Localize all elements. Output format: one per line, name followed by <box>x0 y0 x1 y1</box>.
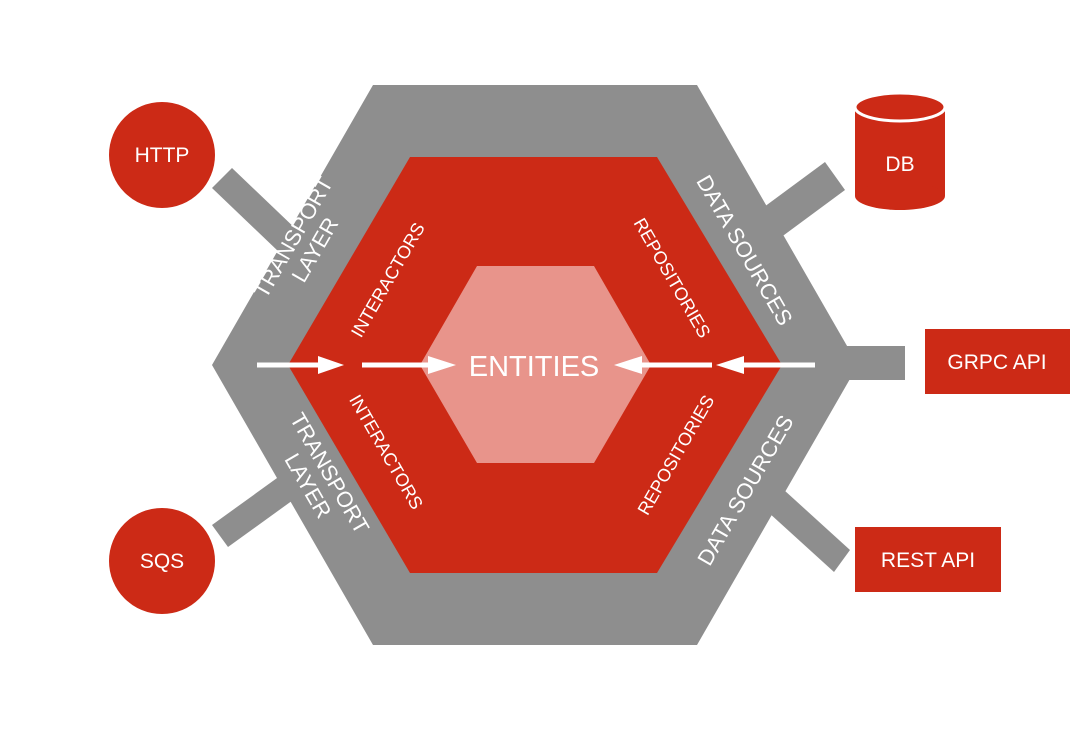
db-connector <box>760 162 845 238</box>
db-label: DB <box>885 153 914 176</box>
grpc-label: GRPC API <box>947 351 1046 374</box>
core-hexagon <box>420 266 651 463</box>
http-node: HTTP <box>109 102 215 208</box>
entities-label: ENTITIES <box>469 351 600 383</box>
left-arrow-icon <box>614 356 712 374</box>
http-circle <box>109 102 215 208</box>
db-node: DB <box>853 91 947 210</box>
left-arrow-icon <box>716 356 815 374</box>
sqs-circle <box>109 508 215 614</box>
database-cylinder-icon <box>853 91 947 210</box>
rest-node: REST API <box>855 527 1001 592</box>
grpc-node: GRPC API <box>925 329 1070 394</box>
rest-box <box>855 527 1001 592</box>
grpc-box <box>925 329 1070 394</box>
right-arrow-icon <box>362 356 456 374</box>
sqs-label: SQS <box>140 550 184 573</box>
sqs-node: SQS <box>109 508 215 614</box>
rest-connector <box>768 490 850 572</box>
right-arrow-icon <box>257 356 344 374</box>
rest-label: REST API <box>881 549 975 572</box>
http-label: HTTP <box>135 144 190 167</box>
inbound-arrows <box>257 356 815 374</box>
